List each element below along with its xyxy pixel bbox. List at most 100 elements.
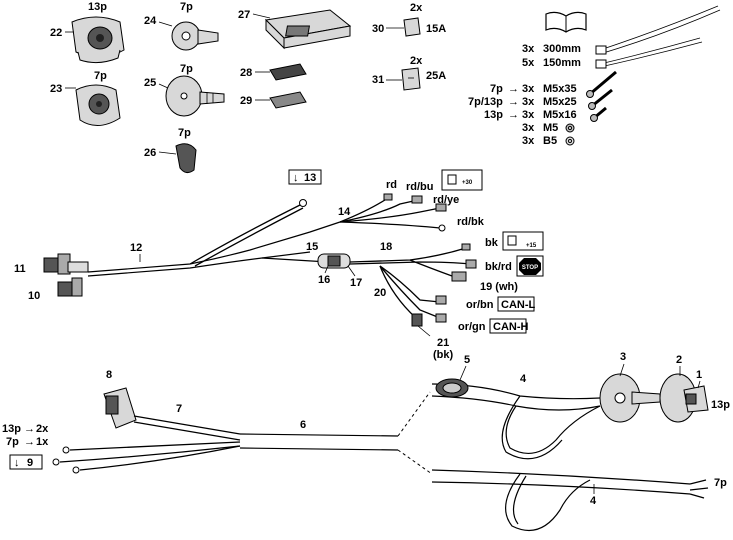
part-number-7: 7 [176,403,182,415]
pin-label-4b: 7p [714,477,727,489]
ground-box-13: ↓ 13 [288,169,322,185]
part-1-socket-13p: 1 13p [683,369,730,413]
tie-qty-300: 3x [522,43,535,55]
screw-qty-2: 3x [522,96,535,108]
part-number-29: 29 [240,95,252,107]
wire-rd-bu: rd/bu [406,181,434,193]
part-number-25: 25 [144,77,156,89]
wire-bk-rd: bk/rd [485,261,512,273]
label-can-l: CAN-L [501,299,535,311]
part-22-socket-13p: 13p 22 [50,1,125,64]
svg-text:→: → [508,83,519,95]
note-7p: 7p [6,436,19,448]
part-31-fuse: 2x 25A 31 [372,55,446,91]
svg-text:→: → [508,109,519,121]
svg-text:→: → [24,436,35,448]
tie-size-150: 150mm [543,57,581,69]
part-24-grommet-7p: 7p 24 [144,1,219,51]
wire-rd-bk: rd/bk [457,216,485,228]
pin-label-25: 7p [180,63,193,75]
ground-box-9: ↓ 9 [9,454,43,470]
part-number-2: 2 [676,354,682,366]
screw-qty-5: 3x [522,135,535,147]
part-number-24: 24 [144,15,157,27]
fuse-qty-25: 2x [410,55,423,67]
screw-size-3: M5x16 [543,109,577,121]
plus30-icon-box: +30 [441,169,483,191]
label-can-h: CAN-H [493,321,528,333]
part-number-21-color: (bk) [433,349,454,361]
ground-arrow-icon-2: ↓ [14,457,20,469]
screw-icon-1 [586,70,617,98]
label-plus30: +30 [462,180,473,186]
part-29-pad: 29 [240,91,307,109]
part-30-fuse: 2x 15A 30 [372,2,446,37]
part-number-3: 3 [620,351,626,363]
fuse-qty-15: 2x [410,2,423,14]
part-number-18: 18 [380,241,392,253]
label-plus15: +15 [526,243,537,249]
part-number-26: 26 [144,147,156,159]
part-number-11: 11 [14,263,26,275]
part-number-5: 5 [464,354,470,366]
screw-conn-3: 13p [484,109,503,121]
screw-icon-2 [588,88,613,110]
cable-ties: 3x 300mm 5x 150mm [522,5,721,69]
ground-label-9: 9 [27,457,33,469]
book-icon [545,11,587,33]
plus15-icon-box: +15 [502,231,544,251]
part-number-27: 27 [238,9,250,21]
part-2-plate: 2 [659,354,697,423]
part-number-31: 31 [372,74,384,86]
stop-icon: STOP [516,255,544,277]
fuse-icon [403,17,421,37]
screw-size-2: M5x25 [543,96,577,108]
svg-text:→: → [24,423,35,435]
screw-qty-3: 3x [522,109,535,121]
screw-size-1: M5x35 [543,83,577,95]
part-number-14: 14 [338,206,351,218]
part-number-10: 10 [28,290,40,302]
screw-qty-4: 3x [522,122,535,134]
ground-arrow-icon: ↓ [293,172,299,184]
ground-label-13: 13 [304,172,316,184]
note-13p: 13p [2,423,21,435]
part-27-control-module: 27 [238,9,352,50]
washer-icon [565,136,575,146]
tie-qty-150: 5x [522,57,535,69]
part-28-pad: 28 [240,63,307,81]
part-number-23: 23 [50,83,62,95]
wire-rd-ye: rd/ye [433,194,459,206]
note-1x: 1x [36,436,49,448]
screw-qty-1: 3x [522,83,535,95]
part-26-seal-7p: 7p 26 [144,127,197,174]
svg-text:STOP: STOP [522,265,538,271]
screw-conn-2: 7p/13p [468,96,503,108]
note-2x: 2x [36,423,49,435]
part-number-21: 21 [437,337,449,349]
part-3-plate: 3 [599,351,661,423]
tie-size-300: 300mm [543,43,581,55]
part-number-28: 28 [240,67,252,79]
part-number-6: 6 [300,419,306,431]
part-25-grommet-7p: 7p 25 [144,63,225,117]
screw-icon-3 [590,106,607,122]
part-number-16: 16 [318,274,330,286]
part-number-15: 15 [306,241,318,253]
screw-conn-1: 7p [490,83,503,95]
pin-label-1: 13p [711,399,730,411]
fuse-icon [447,174,457,185]
fuse-rating-25: 25A [426,70,446,82]
part-number-4a: 4 [520,373,527,385]
part-number-19: 19 (wh) [480,281,518,293]
pin-label-22: 13p [88,1,107,13]
part-23-socket-7p: 7p 23 [50,70,121,126]
part-number-22: 22 [50,27,62,39]
screw-list: 7p → 3x M5x35 7p/13p → 3x M5x25 13p → 3x… [468,70,617,147]
part-number-8: 8 [106,369,112,381]
part-number-4b: 4 [590,495,597,507]
part-number-1: 1 [696,369,702,381]
screw-size-5: B5 [543,135,557,147]
part-5-grommet: 5 [435,354,470,398]
